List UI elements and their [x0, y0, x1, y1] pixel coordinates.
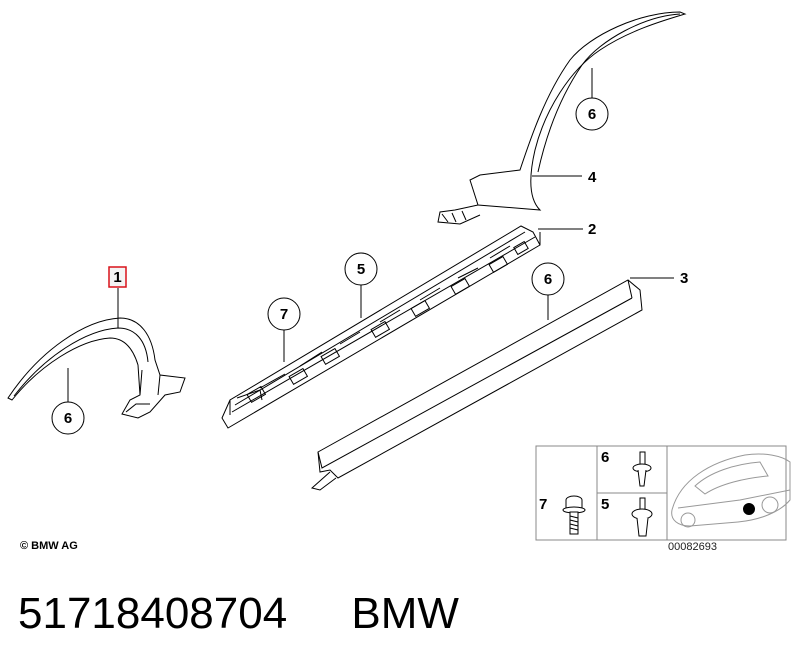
push-clip-fastener[interactable] [632, 451, 652, 487]
expanding-rivet-fastener[interactable] [631, 497, 653, 537]
copyright-notice: © BMW AG [20, 540, 78, 552]
callout-7-label: 7 [280, 306, 288, 323]
callout-5-label: 5 [357, 261, 365, 278]
leader-lines [67, 68, 674, 402]
callout-1-label: 1 [113, 269, 121, 286]
callout-7[interactable]: 7 [267, 297, 301, 331]
part-number: 51718408704 [18, 589, 288, 638]
parts-diagram: 1 6 6 6 5 7 4 2 3 [7, 11, 791, 541]
car-silhouette-icon [671, 453, 791, 528]
brand-name: BMW [351, 589, 459, 638]
callout-6-front[interactable]: 6 [51, 401, 85, 435]
callout-6-sill[interactable]: 6 [531, 262, 565, 296]
part-footer: 51718408704 BMW [18, 586, 718, 642]
diagram-code: 00082693 [668, 541, 717, 553]
callout-3[interactable]: 3 [680, 270, 688, 287]
screw-fastener[interactable] [562, 495, 586, 535]
callout-5[interactable]: 5 [344, 252, 378, 286]
callout-6-rear[interactable]: 6 [575, 97, 609, 131]
location-marker-icon [743, 503, 755, 515]
callout-4[interactable]: 4 [588, 169, 597, 186]
rear-wheel-arch-trim[interactable] [437, 11, 687, 225]
inset-label-6: 6 [601, 449, 609, 466]
inset-labels: 6 5 7 [539, 449, 609, 513]
callout-2[interactable]: 2 [588, 221, 596, 238]
outer-sill-strip[interactable] [310, 279, 643, 491]
callout-6-sill-label: 6 [544, 271, 552, 288]
inset-label-5: 5 [601, 496, 609, 513]
rocker-support-rail[interactable] [221, 225, 541, 429]
callout-6-front-label: 6 [64, 410, 72, 427]
callout-1[interactable]: 1 [108, 266, 127, 288]
inset-label-7: 7 [539, 496, 547, 513]
callout-6-rear-label: 6 [588, 106, 596, 123]
fastener-inset [535, 445, 787, 541]
front-wheel-arch-trim[interactable] [7, 317, 186, 419]
